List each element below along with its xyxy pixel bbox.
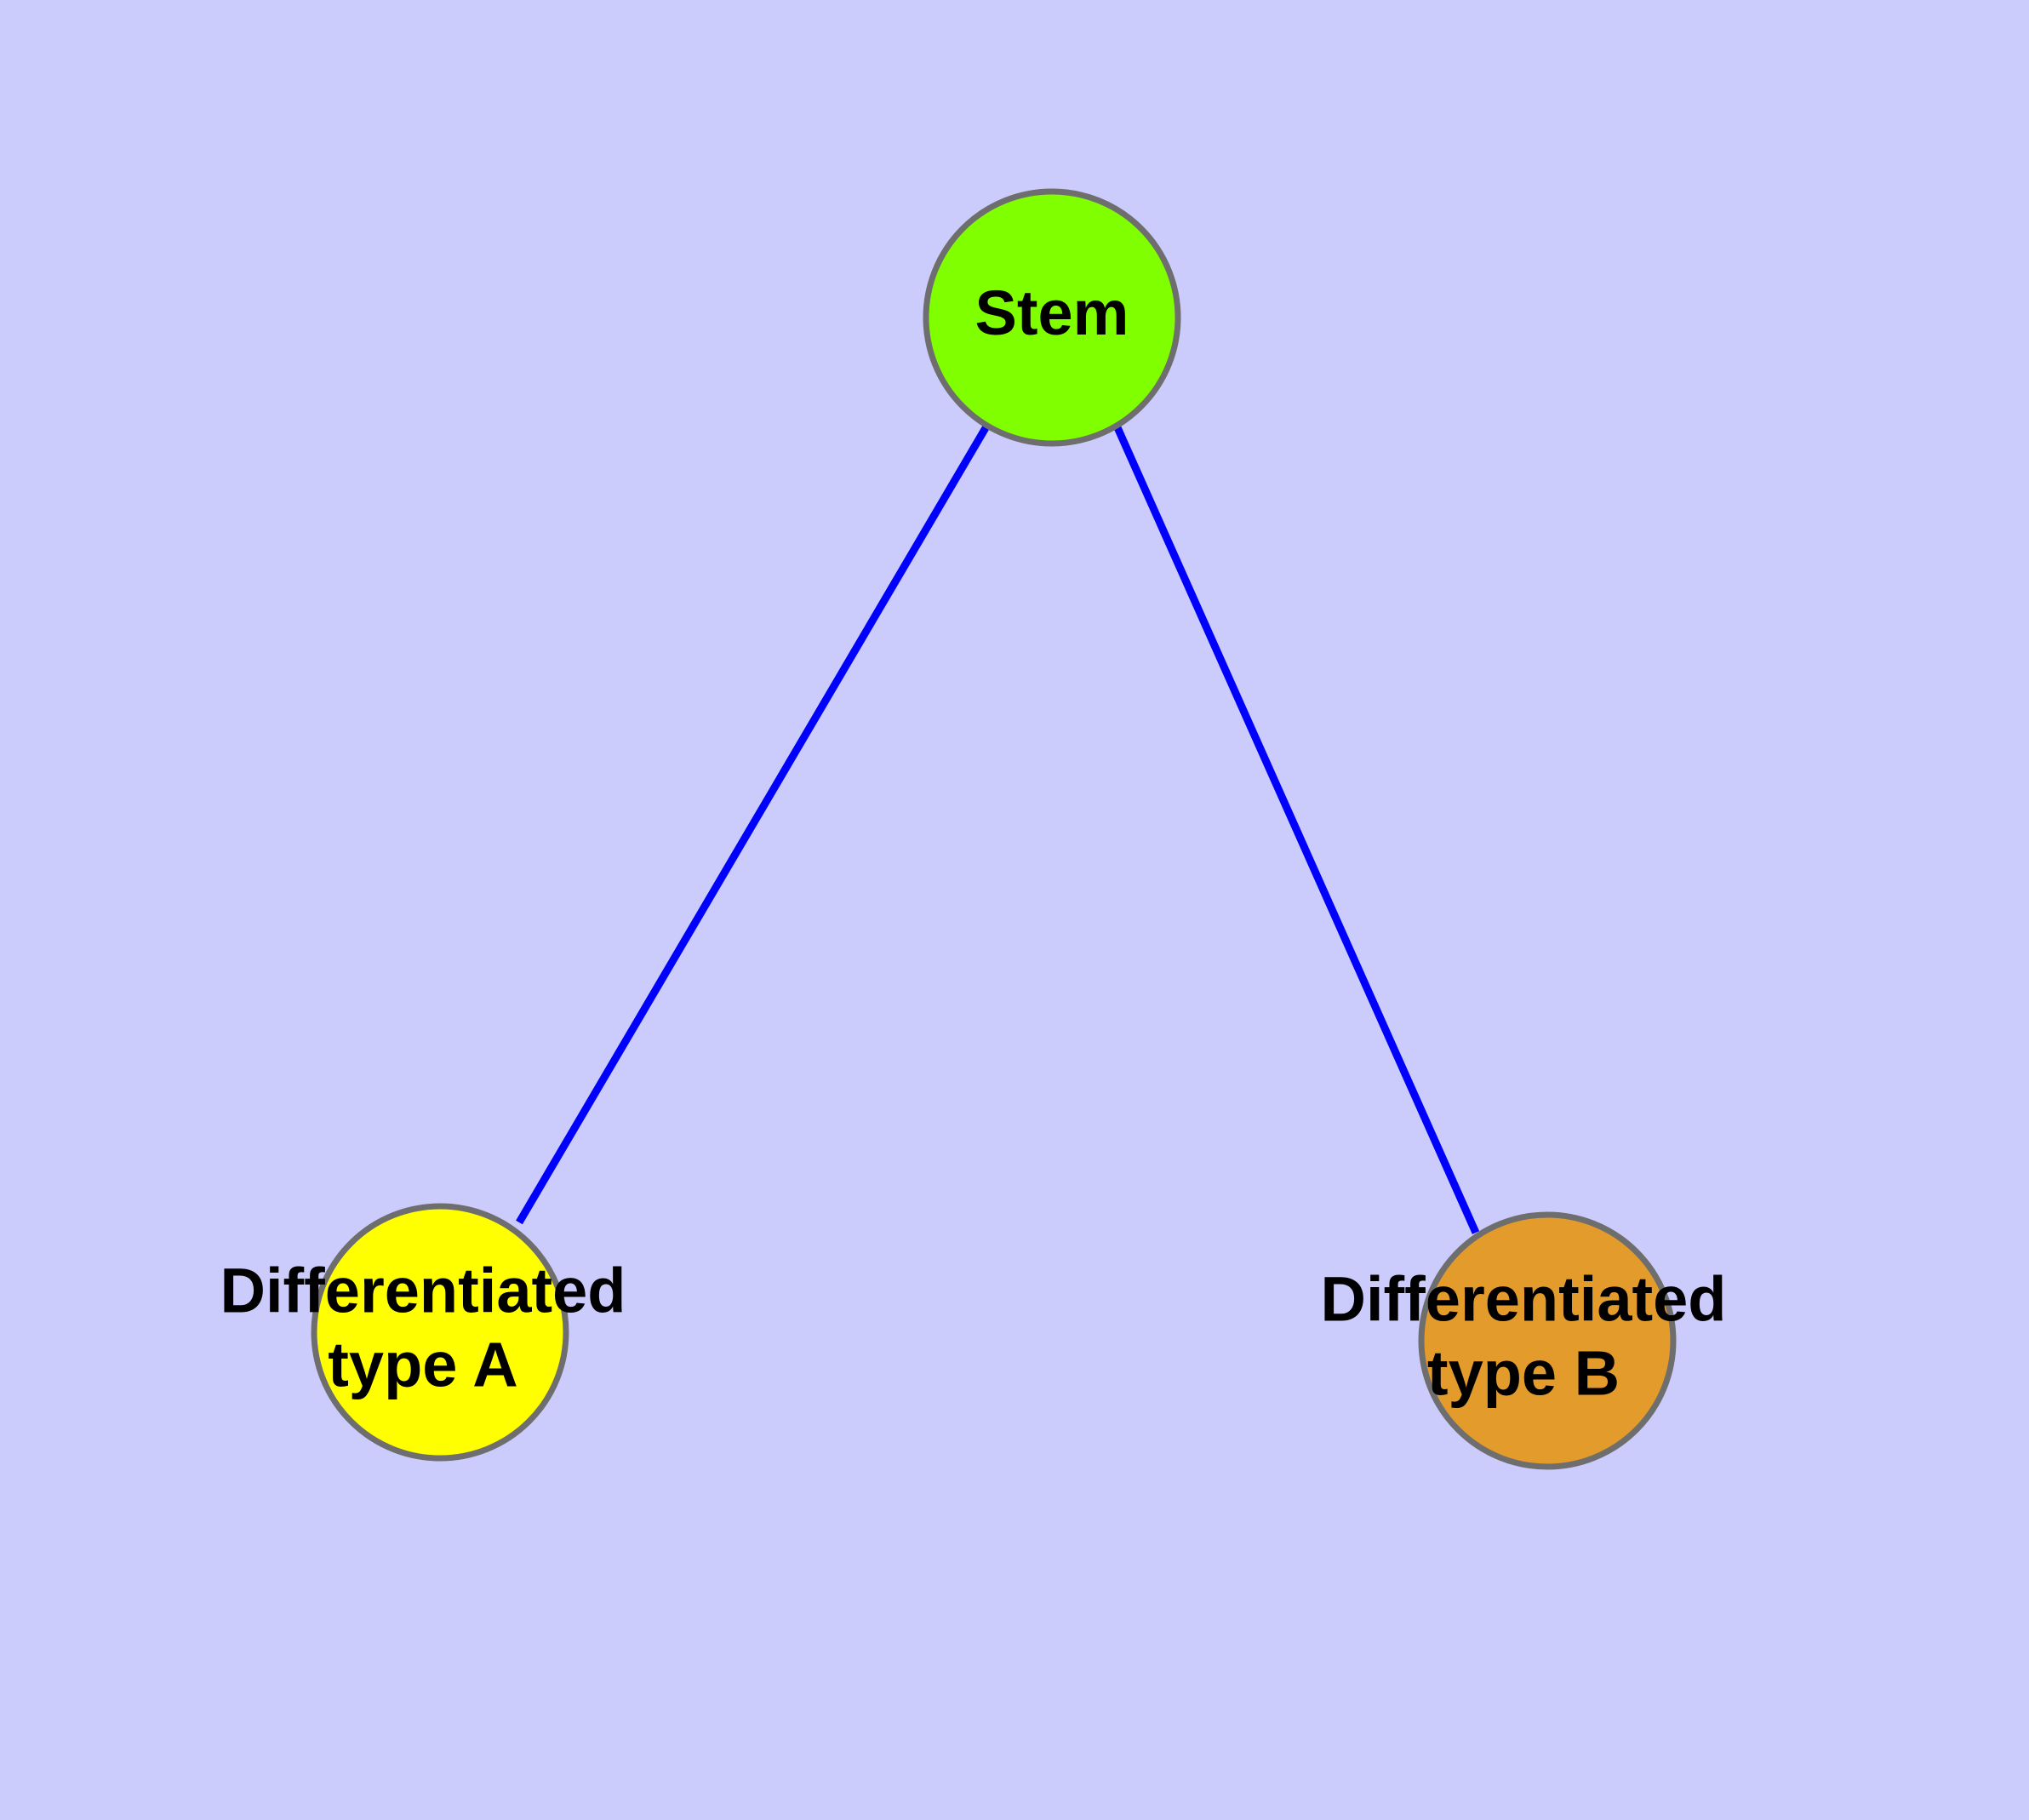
edge-stem-to-differentiated-type-b[interactable] xyxy=(1112,424,1480,1234)
label-line: type A xyxy=(328,1329,517,1399)
label-line: Differentiated xyxy=(1321,1263,1727,1334)
node-stem-label: Stem xyxy=(975,278,1129,348)
node-differentiated-type-a-circle[interactable] xyxy=(311,1203,569,1462)
edge-layer xyxy=(516,424,1480,1234)
label-line: Stem xyxy=(975,278,1129,348)
edge-stem-to-differentiated-type-a[interactable] xyxy=(516,424,990,1225)
node-differentiated-type-b-circle[interactable] xyxy=(1418,1211,1677,1470)
label-line: Differentiated xyxy=(220,1255,626,1325)
node-layer xyxy=(311,188,1677,1470)
node-stem-circle[interactable] xyxy=(923,188,1181,447)
label-line: type B xyxy=(1427,1337,1620,1408)
